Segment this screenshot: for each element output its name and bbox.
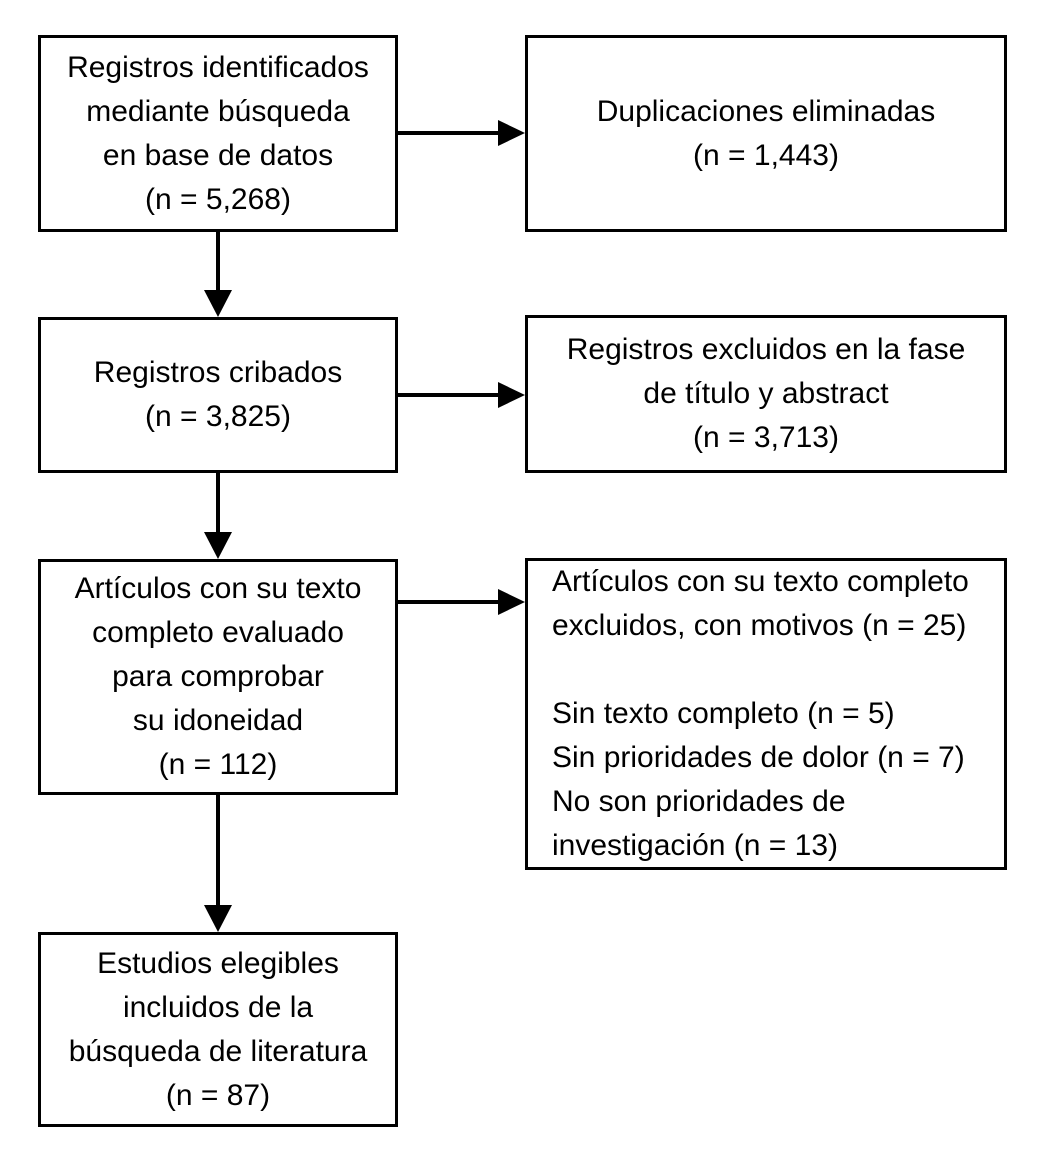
arrow-line	[216, 795, 220, 905]
box-line: su idoneidad	[132, 704, 304, 737]
box-fulltext-assessed: Artículos con su texto completo evaluado…	[38, 559, 398, 795]
box-line: Artículos con su texto completo	[552, 565, 969, 598]
arrow-line	[398, 131, 500, 135]
box-line: para comprobar	[112, 660, 324, 693]
arrowhead-down	[204, 532, 232, 559]
box-records-excluded-title-abstract: Registros excluidos en la fase de título…	[525, 315, 1007, 473]
box-count: (n = 112)	[158, 748, 278, 781]
arrowhead-down	[204, 290, 232, 317]
arrowhead-right	[498, 382, 525, 408]
box-count: (n = 3,825)	[145, 400, 291, 433]
box-duplicates-removed: Duplicaciones eliminadas (n = 1,443)	[525, 35, 1007, 232]
arrow-line	[216, 232, 220, 292]
arrow-line	[216, 473, 220, 533]
box-line: mediante búsqueda	[86, 94, 350, 128]
arrowhead-right	[498, 589, 525, 615]
box-line: en base de datos	[102, 138, 334, 172]
box-line: Registros excluidos en la fase	[566, 333, 966, 366]
box-line: completo evaluado	[92, 616, 344, 649]
box-line: incluidos de la	[122, 990, 314, 1024]
box-count: (n = 5,268)	[145, 182, 291, 216]
box-line: Artículos con su texto	[74, 572, 362, 605]
box-line: excluidos, con motivos (n = 25)	[552, 609, 967, 642]
box-records-screened: Registros cribados (n = 3,825)	[38, 317, 398, 473]
box-records-identified: Registros identificados mediante búsqued…	[38, 35, 398, 232]
box-line: Registros cribados	[93, 356, 343, 389]
box-line: Sin prioridades de dolor (n = 7)	[552, 741, 965, 774]
arrow-line	[398, 393, 500, 397]
box-count: (n = 1,443)	[693, 138, 839, 172]
arrow-line	[398, 600, 500, 604]
box-studies-included: Estudios elegibles incluidos de la búsqu…	[38, 932, 398, 1127]
box-line: Sin texto completo (n = 5)	[552, 697, 895, 730]
arrowhead-down	[204, 905, 232, 932]
box-count: (n = 87)	[165, 1078, 271, 1112]
box-line: Registros identificados	[67, 50, 369, 84]
box-count: (n = 3,713)	[693, 421, 839, 454]
box-line: investigación (n = 13)	[552, 829, 838, 862]
box-line: Estudios elegibles	[97, 946, 339, 980]
box-fulltext-excluded-reasons: Artículos con su texto completo excluido…	[525, 558, 1007, 870]
arrowhead-right	[498, 120, 525, 146]
box-line: No son prioridades de	[552, 785, 846, 818]
box-line: Duplicaciones eliminadas	[596, 94, 936, 128]
box-line: de título y abstract	[643, 377, 889, 410]
box-line: búsqueda de literatura	[68, 1034, 368, 1068]
box-line-blank	[552, 648, 560, 692]
